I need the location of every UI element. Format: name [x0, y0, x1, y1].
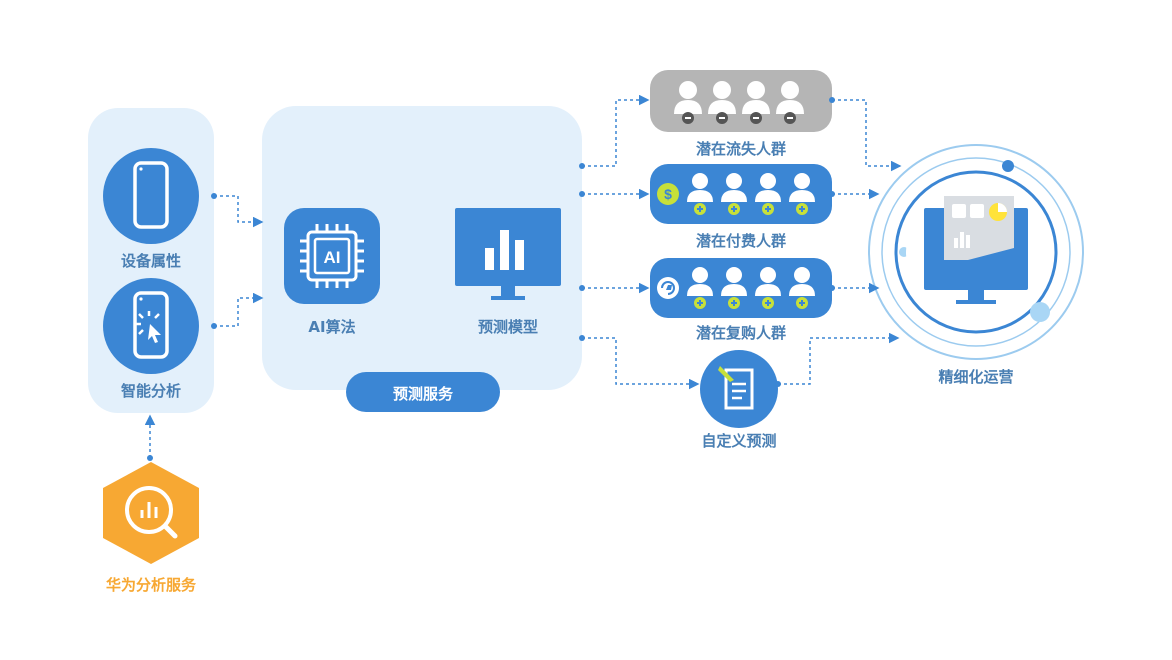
- analysis-label: 智能分析: [120, 382, 181, 400]
- device-label: 设备属性: [120, 252, 181, 270]
- device-circle: [103, 148, 199, 244]
- svg-text:$: $: [664, 186, 672, 202]
- ai-chip-box: AI: [284, 208, 380, 304]
- touch-phone-icon: [133, 291, 169, 359]
- ai-label: AI算法: [308, 318, 356, 336]
- hexagon-badge: [103, 462, 199, 564]
- source-label: 华为分析服务: [105, 576, 196, 594]
- churn-people-icons: [674, 81, 804, 124]
- target-label: 精细化运营: [938, 368, 1014, 386]
- pay-group-label: 潜在付费人群: [695, 232, 786, 250]
- pay-group-pill: $: [650, 164, 832, 224]
- repurchase-group-pill: [650, 258, 832, 318]
- ai-chip-text: AI: [324, 248, 341, 267]
- service-pill: [346, 372, 500, 412]
- document-edit-icon: [718, 366, 754, 410]
- model-monitor-icon: [455, 208, 561, 300]
- ai-chip-icon: AI: [300, 224, 364, 288]
- pay-people-icons: $: [657, 173, 815, 215]
- target-orbit: [868, 144, 1084, 360]
- analysis-circle: [103, 278, 199, 374]
- churn-group-pill: [650, 70, 832, 132]
- model-label: 预测模型: [477, 318, 538, 336]
- repurchase-group-label: 潜在复购人群: [695, 324, 786, 342]
- custom-label: 自定义预测: [701, 432, 777, 450]
- custom-circle: [700, 350, 778, 428]
- churn-group-label: 潜在流失人群: [695, 140, 786, 158]
- repurchase-people-icons: [657, 267, 815, 309]
- phone-icon: [133, 161, 169, 229]
- service-label: 预测服务: [392, 385, 453, 403]
